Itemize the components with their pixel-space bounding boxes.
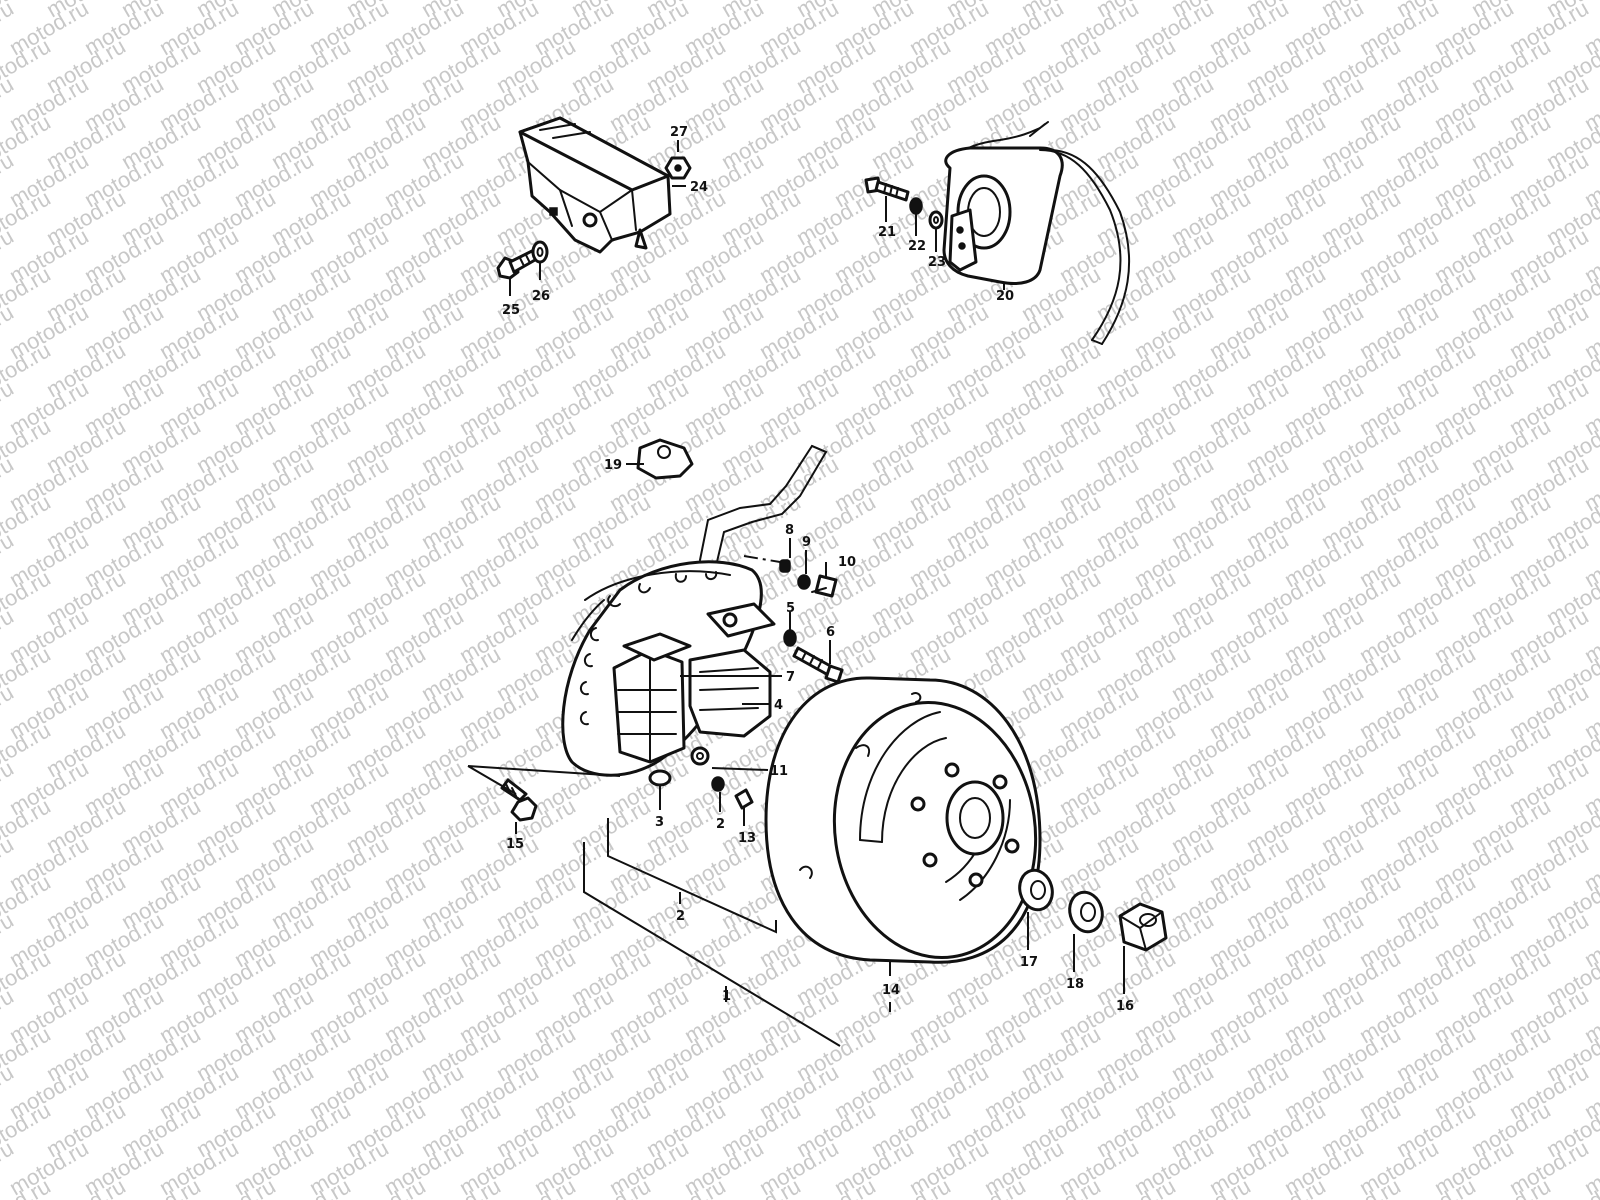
callout-labels: 27 24 25 26 21 22 23 20 19 8 9 10 5 6 7 …	[502, 125, 1134, 1014]
stator-slots	[580, 571, 718, 726]
callout-2-washer: 2	[716, 817, 725, 832]
cover-plate	[636, 438, 694, 480]
screw-13	[734, 788, 754, 810]
callout-3: 3	[655, 815, 664, 830]
callout-1: 1	[722, 989, 731, 1004]
callout-16: 16	[1116, 999, 1134, 1014]
flywheel-rotor	[764, 676, 1042, 964]
source-coil	[612, 632, 692, 764]
callout-22: 22	[908, 239, 926, 254]
callout-21: 21	[878, 225, 896, 240]
callout-25: 25	[502, 303, 520, 318]
washer-2	[711, 776, 725, 792]
callout-15: 15	[506, 837, 524, 852]
callout-8: 8	[785, 523, 794, 538]
callout-20: 20	[996, 289, 1014, 304]
callout-27: 27	[670, 125, 688, 140]
callout-6: 6	[826, 625, 835, 640]
washer-23	[928, 210, 944, 230]
callout-19: 19	[604, 458, 622, 473]
callout-14: 14	[882, 983, 900, 998]
ignition-coil	[942, 121, 1131, 345]
callout-4: 4	[774, 698, 783, 713]
washer-22	[909, 197, 923, 215]
callout-13: 13	[738, 831, 756, 846]
callout-26: 26	[532, 289, 550, 304]
callout-11: 11	[770, 764, 788, 779]
stator-screw-3	[648, 769, 672, 787]
callout-24: 24	[690, 180, 708, 195]
bolt-21	[864, 176, 910, 202]
small-hardware-5-6	[783, 629, 844, 684]
small-hardware-8-9-10	[779, 559, 838, 598]
callout-9: 9	[802, 535, 811, 550]
callout-17: 17	[1020, 955, 1038, 970]
callout-5: 5	[786, 601, 795, 616]
screw-15	[500, 778, 538, 822]
callout-10: 10	[838, 555, 856, 570]
cdi-unit	[518, 116, 672, 254]
nut-27	[664, 156, 692, 180]
lock-washer-18	[1068, 890, 1104, 934]
nut-16	[1118, 902, 1168, 952]
pulser-coil	[688, 602, 776, 766]
callout-18: 18	[1066, 977, 1084, 992]
leader-lines	[467, 140, 1125, 1047]
callout-2-assembly: 2	[676, 909, 685, 924]
washer-26	[531, 240, 549, 264]
stator-wire	[699, 444, 828, 567]
callout-7: 7	[786, 670, 795, 685]
callout-23: 23	[928, 255, 946, 270]
washer-17	[1018, 868, 1054, 912]
